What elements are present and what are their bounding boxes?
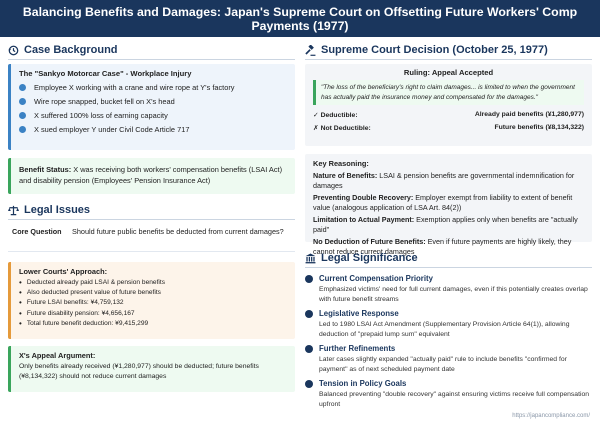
appeal-argument-box: X's Appeal Argument: Only benefits alrea… xyxy=(8,346,295,392)
decision-heading: Supreme Court Decision (October 25, 1977… xyxy=(305,44,592,56)
legal-issues-heading: Legal Issues xyxy=(8,204,295,216)
list-item: X sued employer Y under Civil Code Artic… xyxy=(19,122,287,136)
list-item: •Total future benefit deduction: ¥9,415,… xyxy=(19,318,149,328)
core-question-label: Core Question xyxy=(12,227,62,236)
case-background-box: The "Sankyo Motorcar Case" - Workplace I… xyxy=(8,64,295,150)
page-title: Balancing Benefits and Damages: Japan's … xyxy=(0,0,600,37)
benefit-status-text: X was receiving both workers' compensati… xyxy=(19,165,283,185)
lower-courts-title: Lower Courts' Approach: xyxy=(19,267,108,276)
significance-item: Legislative Response Led to 1980 LSAI Ac… xyxy=(305,309,592,340)
core-question-row: Core Question Should future public benef… xyxy=(8,224,295,252)
left-column: Case Background xyxy=(8,44,295,60)
key-reasoning-box: Key Reasoning: Nature of Benefits: LSAI … xyxy=(305,154,592,256)
bullet-dot-icon xyxy=(305,379,313,388)
list-item: •Future LSAI benefits: ¥4,759,132 xyxy=(19,298,124,308)
not-deductible-label: ✗ Not Deductible: xyxy=(313,125,371,132)
significance-section: Legal Significance Current Compensation … xyxy=(305,252,592,408)
legal-issues-section: Legal Issues xyxy=(8,204,295,220)
deductible-label: ✓ Deductible: xyxy=(313,112,358,119)
decision-section: Supreme Court Decision (October 25, 1977… xyxy=(305,44,592,60)
footer-url: https://japancompliance.com/ xyxy=(512,413,590,419)
ruling-box: Ruling: Appeal Accepted "The loss of the… xyxy=(305,64,592,146)
list-item: X suffered 100% loss of earning capacity xyxy=(19,108,287,122)
gavel-icon xyxy=(305,44,316,56)
reasoning-item: No Deduction of Future Benefits: Even if… xyxy=(313,237,572,256)
benefit-status-box: Benefit Status: X was receiving both wor… xyxy=(8,158,295,194)
case-box-title: The "Sankyo Motorcar Case" - Workplace I… xyxy=(19,69,192,78)
ruling-text: Ruling: Appeal Accepted xyxy=(403,68,494,77)
ruling-quote: "The loss of the beneficiary's right to … xyxy=(313,80,584,105)
deductible-row: ✓ Deductible: Already paid benefits (¥1,… xyxy=(313,111,584,119)
history-icon xyxy=(8,45,19,55)
benefit-status-label: Benefit Status: xyxy=(19,165,72,174)
core-question-text: Should future public benefits be deducte… xyxy=(72,227,284,236)
list-item: •Future disability pension: ¥4,656,167 xyxy=(19,308,135,318)
case-background-heading: Case Background xyxy=(8,44,295,56)
bullet-dot-icon xyxy=(305,309,313,318)
deductible-value: Already paid benefits (¥1,280,977) xyxy=(474,111,584,118)
list-item: •Also deducted present value of future b… xyxy=(19,288,161,298)
significance-heading-text: Legal Significance xyxy=(321,252,418,264)
appeal-title: X's Appeal Argument: xyxy=(19,351,96,360)
decision-heading-text: Supreme Court Decision (October 25, 1977… xyxy=(321,44,548,56)
bullet-dot-icon xyxy=(305,274,313,283)
significance-item: Tension in Policy Goals Balanced prevent… xyxy=(305,379,592,410)
list-item: Employee X working with a crane and wire… xyxy=(19,80,287,94)
not-deductible-row: ✗ Not Deductible: Future benefits (¥8,13… xyxy=(313,124,584,132)
reasoning-item: Limitation to Actual Payment: Exemption … xyxy=(313,215,578,234)
legal-issues-heading-text: Legal Issues xyxy=(24,204,91,216)
reasoning-title: Key Reasoning: xyxy=(313,159,369,168)
bullet-dot-icon xyxy=(305,344,313,353)
appeal-text: Only benefits already received (¥1,280,9… xyxy=(19,363,259,380)
not-deductible-value: Future benefits (¥8,134,322) xyxy=(494,124,584,131)
significance-heading: Legal Significance xyxy=(305,252,592,264)
case-background-heading-text: Case Background xyxy=(24,44,118,56)
courthouse-icon xyxy=(305,253,316,263)
list-item: •Deducted already paid LSAI & pension be… xyxy=(19,278,166,287)
scale-icon xyxy=(8,205,19,215)
reasoning-item: Nature of Benefits: LSAI & pension benef… xyxy=(313,171,575,190)
significance-item: Current Compensation Priority Emphasized… xyxy=(305,274,592,305)
significance-item: Further Refinements Later cases slightly… xyxy=(305,344,592,375)
list-item: Wire rope snapped, bucket fell on X's he… xyxy=(19,94,287,108)
lower-courts-box: Lower Courts' Approach: •Deducted alread… xyxy=(8,262,295,339)
reasoning-item: Preventing Double Recovery: Employer exe… xyxy=(313,193,573,212)
